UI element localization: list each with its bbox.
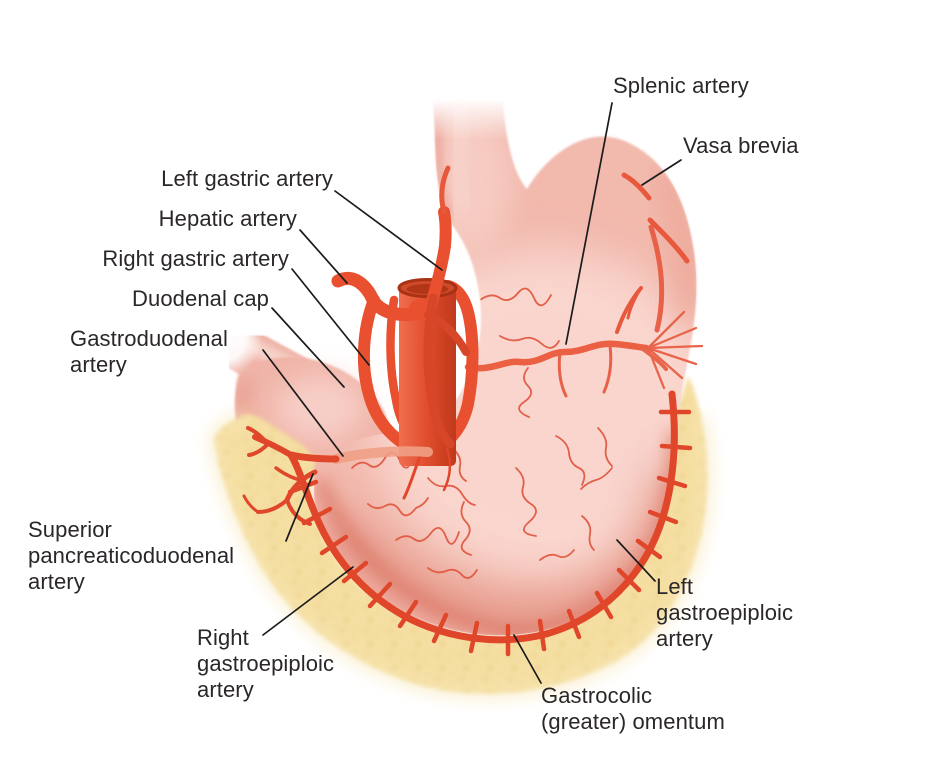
leader-vasa-brevia	[641, 159, 682, 186]
label-duodenal-cap: Duodenal cap	[132, 286, 269, 311]
gastric-capillaries	[351, 287, 613, 579]
leader-superior-pancreaticoduodenal	[285, 473, 314, 542]
hepatic-artery-vessel	[331, 271, 421, 321]
esophageal-branch	[439, 165, 451, 215]
leader-lines	[262, 102, 682, 684]
greater-omentum	[209, 376, 712, 699]
celiac-trunk	[331, 165, 479, 500]
leader-gastrocolic-omentum	[513, 634, 542, 684]
leader-right-gastric-artery	[291, 268, 370, 366]
label-left-gastroepiploic-artery: Left gastroepiploic artery	[656, 574, 794, 651]
fade-duodenum-upper	[186, 302, 262, 378]
label-hepatic-artery: Hepatic artery	[158, 206, 297, 231]
leader-duodenal-cap	[271, 307, 345, 388]
gastroepiploic-arcade	[242, 390, 693, 657]
leader-left-gastric-artery	[334, 190, 443, 271]
left-gastric-artery-vessel	[424, 206, 452, 314]
label-gastroduodenal-artery: Gastroduodenal artery	[70, 326, 228, 377]
leader-left-gastroepiploic	[616, 539, 656, 582]
label-vasa-brevia: Vasa brevia	[683, 133, 799, 158]
leader-gastroduodenal-artery	[262, 349, 344, 457]
superior-pancreaticoduodenal-vessels	[242, 466, 318, 526]
splenic-terminal-fan	[646, 310, 704, 390]
label-gastrocolic-omentum: Gastrocolic (greater) omentum	[541, 683, 725, 734]
front-descending-vessel	[423, 293, 455, 449]
gastroduodenal-artery-vessel	[331, 446, 433, 464]
label-superior-pancreaticoduodenal-artery: Superior pancreaticoduodenal artery	[28, 517, 235, 594]
vasa-brevia-vessels	[615, 172, 690, 334]
omental-branches	[287, 409, 693, 657]
leader-hepatic-artery	[299, 229, 348, 284]
right-gastroepiploic-fork	[246, 426, 294, 458]
esophagus-fade	[396, 80, 512, 140]
label-right-gastroepiploic-artery: Right gastroepiploic artery	[197, 625, 335, 702]
label-right-gastric-artery: Right gastric artery	[102, 246, 289, 271]
leader-right-gastroepiploic	[262, 566, 354, 636]
leader-splenic-artery	[565, 102, 613, 345]
label-left-gastric-artery: Left gastric artery	[161, 166, 333, 191]
splenic-artery-vessel	[464, 172, 704, 398]
label-splenic-artery: Splenic artery	[613, 73, 749, 98]
